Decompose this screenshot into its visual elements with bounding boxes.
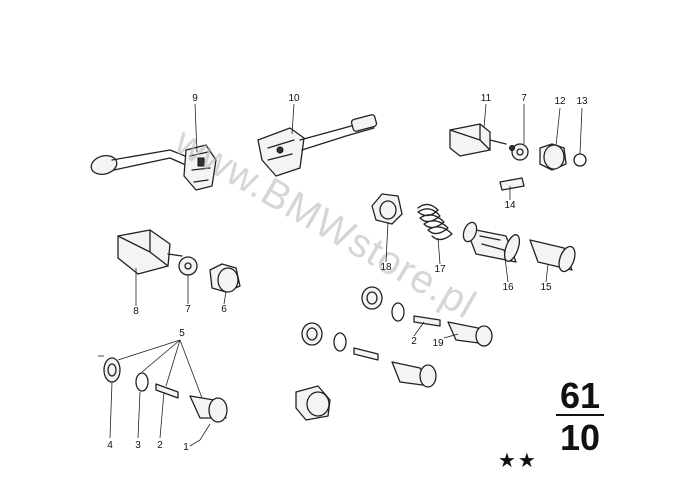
callout-15: 15 xyxy=(540,282,552,293)
star-rating: ★★ xyxy=(498,448,538,472)
callout-18: 18 xyxy=(380,262,392,273)
callout-4: 4 xyxy=(107,440,113,451)
part-nut-18 xyxy=(371,193,403,225)
callout-19: 19 xyxy=(432,338,444,349)
part-knob-12 xyxy=(539,143,567,171)
part-washer-top xyxy=(509,143,529,161)
part-spring-17 xyxy=(417,203,453,241)
part-washer-mid xyxy=(178,256,198,276)
callout-14: 14 xyxy=(504,200,516,211)
part-ring-mid xyxy=(391,302,405,322)
part-pin-2 xyxy=(155,383,179,399)
part-turn-signal-switch xyxy=(90,144,217,191)
callout-7-top: 7 xyxy=(521,93,527,104)
group-number-sub: 10 xyxy=(559,417,601,458)
callout-3: 3 xyxy=(135,440,141,451)
part-nut-low xyxy=(301,322,323,346)
callout-2-low: 2 xyxy=(157,440,163,451)
part-switch-module xyxy=(449,123,507,157)
callout-17: 17 xyxy=(434,264,446,275)
callout-7-mid: 7 xyxy=(185,304,191,315)
callout-1: 1 xyxy=(183,442,189,453)
callout-5: 5 xyxy=(179,328,185,339)
part-ring-3 xyxy=(135,372,149,392)
part-lock-cylinder-19 xyxy=(447,321,493,347)
part-nut-4 xyxy=(103,357,121,383)
callout-9: 9 xyxy=(192,93,198,104)
part-switch-body-8 xyxy=(117,229,183,275)
part-housing-16 xyxy=(462,221,521,263)
callout-11: 11 xyxy=(481,93,492,104)
group-number-main: 61 xyxy=(559,375,601,416)
callout-2-mid: 2 xyxy=(411,336,417,347)
callout-8: 8 xyxy=(133,306,139,317)
part-nut-mid xyxy=(361,286,383,310)
callout-labels: 9 10 11 7 12 13 14 18 17 16 15 8 7 6 5 2… xyxy=(107,93,588,453)
part-lock-low xyxy=(391,361,437,388)
callout-6: 6 xyxy=(221,304,227,315)
callout-16: 16 xyxy=(502,282,514,293)
part-ring-13 xyxy=(573,153,587,167)
part-knob-6 xyxy=(209,263,241,293)
callout-13: 13 xyxy=(576,96,588,107)
part-ring-low xyxy=(333,332,347,352)
group-number-divider xyxy=(556,414,604,416)
part-pin-mid xyxy=(413,315,441,327)
part-cap-low xyxy=(295,385,331,421)
callout-12: 12 xyxy=(554,96,566,107)
part-lock-1 xyxy=(189,395,228,423)
callout-10: 10 xyxy=(288,93,300,104)
leader-lines xyxy=(98,103,583,447)
part-pin-low xyxy=(353,347,379,361)
part-bulb-14 xyxy=(499,177,525,191)
part-wiper-switch xyxy=(257,114,378,177)
part-sleeve-15 xyxy=(529,239,576,273)
watermark-text: www.BMWstore.pl xyxy=(167,119,484,327)
